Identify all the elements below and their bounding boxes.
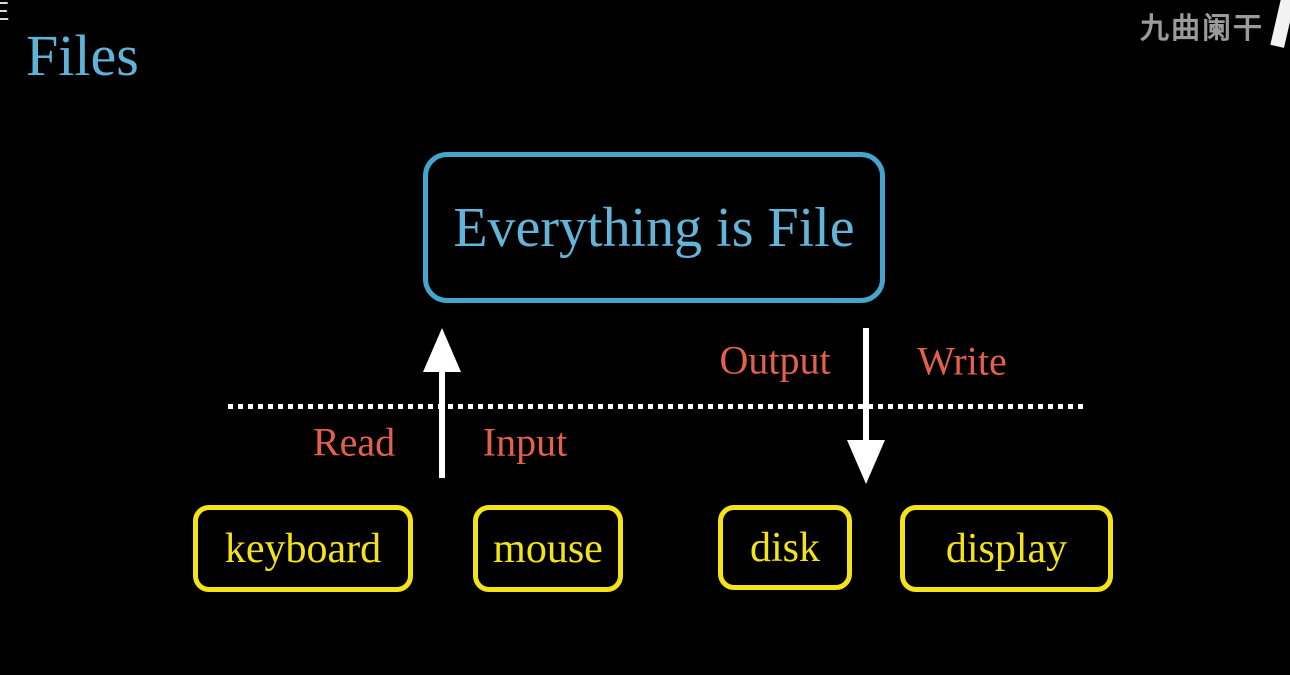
down-arrow-icon (847, 440, 885, 484)
watermark-logo-icon (1270, 0, 1290, 48)
mouse-label: mouse (493, 525, 603, 572)
watermark-text: 九曲阑干 (1140, 13, 1265, 45)
partial-danmaku-glyph: E (0, 0, 10, 26)
keyboard-label: keyboard (224, 525, 382, 572)
disk-label: disk (749, 524, 820, 571)
input-label: Input (482, 419, 568, 465)
read-label: Read (312, 419, 396, 465)
write-label: Write (917, 338, 1007, 384)
device-box-display: display (900, 505, 1113, 592)
kernel-boundary-dotted-line (228, 404, 1086, 409)
up-arrow-shaft (439, 370, 445, 478)
output-label: Output (719, 337, 831, 383)
display-label: display (945, 525, 1068, 572)
device-box-keyboard: keyboard (193, 505, 413, 592)
page-title: Files (26, 23, 139, 88)
device-box-disk: disk (718, 505, 852, 590)
everything-is-file-label: Everything is File (453, 196, 855, 259)
up-arrow-icon (423, 328, 461, 372)
down-arrow-shaft (863, 328, 869, 442)
device-box-mouse: mouse (473, 505, 623, 592)
everything-is-file-box: Everything is File (423, 152, 885, 303)
